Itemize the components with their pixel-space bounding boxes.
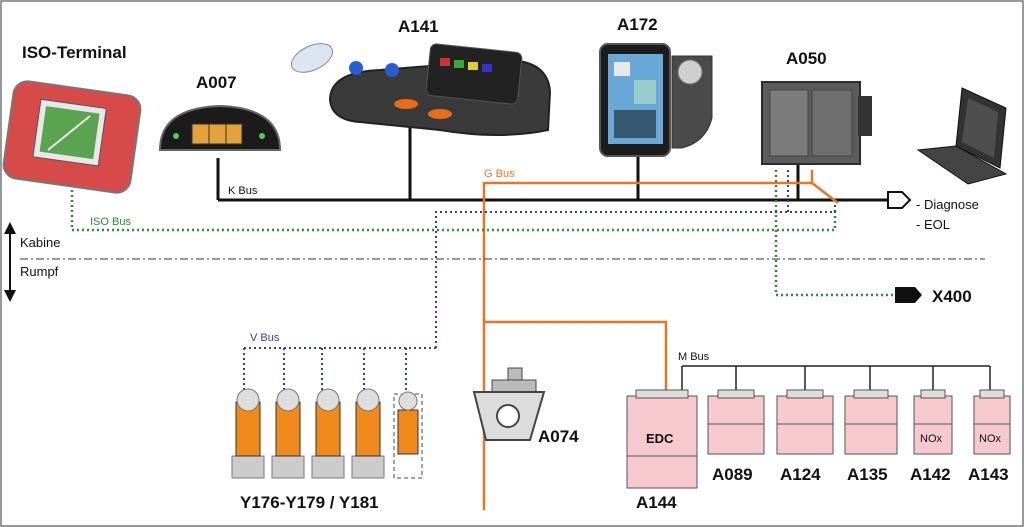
up-down-arrow-icon	[4, 222, 16, 302]
a007-dashboard-icon	[158, 104, 282, 151]
k-bus-label: K Bus	[228, 185, 258, 197]
a141-label: A141	[398, 17, 439, 36]
a074-label: A074	[538, 427, 579, 446]
a144-label: A144	[636, 493, 677, 512]
valve-y181-optional-icon	[393, 391, 423, 479]
a143-nox-label: NOx	[979, 433, 1002, 445]
diagnostic-laptop-icon	[916, 87, 1008, 185]
g-bus-label: G Bus	[484, 168, 515, 180]
x400-label: X400	[932, 287, 972, 306]
a142-nox-label: NOx	[920, 433, 943, 445]
a074-sensor-icon	[472, 367, 546, 441]
v-bus-lines	[243, 170, 836, 392]
a141-armrest-icon	[290, 43, 552, 136]
a089-label: A089	[712, 465, 753, 484]
kabine-label: Kabine	[20, 235, 60, 250]
a124-label: A124	[780, 465, 821, 484]
eol-label: - EOL	[916, 217, 950, 232]
a089-module-icon	[707, 389, 765, 455]
a144-edc-module-icon	[626, 389, 698, 489]
a172-display-icon	[599, 43, 713, 157]
a135-label: A135	[847, 465, 888, 484]
a143-module-icon	[973, 389, 1011, 455]
valve-y177-icon	[271, 388, 305, 479]
a142-module-icon	[913, 389, 953, 455]
iso-terminal-device-icon	[2, 80, 142, 194]
diagnose-connector-icon	[887, 191, 912, 209]
valve-y179-icon	[351, 388, 385, 479]
v-bus-label: V Bus	[250, 332, 280, 344]
x400-connector-icon	[895, 287, 922, 303]
edc-label: EDC	[646, 431, 674, 446]
valves-label: Y176-Y179 / Y181	[240, 493, 379, 512]
a007-label: A007	[196, 73, 237, 92]
m-bus-lines	[681, 365, 991, 392]
diagnose-label: - Diagnose	[916, 197, 979, 212]
m-bus-label: M Bus	[678, 351, 710, 363]
rumpf-label: Rumpf	[20, 264, 59, 279]
a143-label: A143	[968, 465, 1009, 484]
valve-y178-icon	[311, 388, 345, 479]
a142-label: A142	[910, 465, 951, 484]
a050-control-unit-icon	[761, 81, 872, 165]
valve-y176-icon	[231, 388, 265, 479]
g-bus-lines	[482, 170, 839, 510]
a135-module-icon	[844, 389, 898, 455]
a124-module-icon	[776, 389, 834, 455]
a050-label: A050	[786, 49, 827, 68]
a172-label: A172	[617, 15, 658, 34]
iso-terminal-label: ISO-Terminal	[22, 43, 127, 62]
iso-bus-label: ISO Bus	[90, 216, 131, 228]
